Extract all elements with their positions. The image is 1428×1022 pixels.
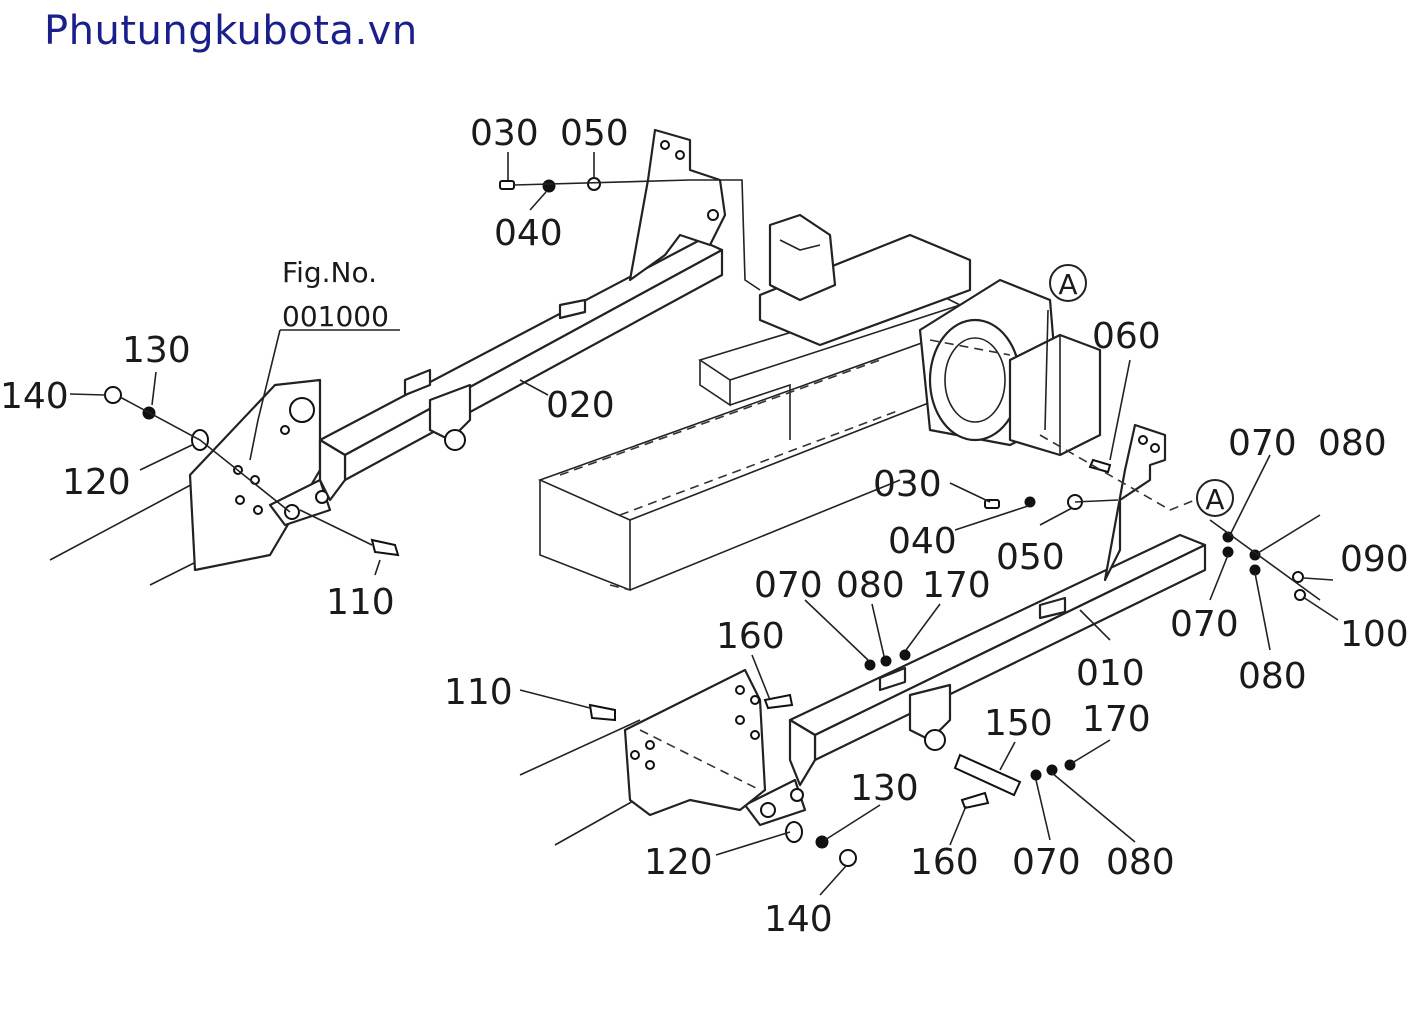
part-label: 160 — [716, 616, 785, 657]
fig-no-label: Fig.No. — [282, 256, 377, 289]
part-label: 120 — [62, 462, 131, 503]
part-label: 050 — [996, 537, 1065, 578]
part-label: 020 — [546, 385, 615, 426]
part-label: 030 — [873, 464, 942, 505]
part-label: 160 — [910, 842, 979, 883]
part-label: 080 — [1106, 842, 1175, 883]
section-marker-lower-text: A — [1205, 483, 1224, 516]
upright-bracket-rear — [628, 128, 727, 282]
part-label: 100 — [1340, 614, 1409, 655]
part-label: 090 — [1340, 539, 1409, 580]
section-marker-upper-text: A — [1058, 268, 1077, 301]
part-label: 070 — [1012, 842, 1081, 883]
part-label: 140 — [0, 376, 69, 417]
part-label: 040 — [888, 521, 957, 562]
section-marker-lower: A — [1196, 479, 1234, 517]
part-label: 070 — [1170, 604, 1239, 645]
part-labels: 030 050 040 020 130 140 120 110 060 030 … — [0, 113, 1409, 940]
part-label: 120 — [644, 842, 713, 883]
part-label: 070 — [1228, 423, 1297, 464]
section-marker-upper: A — [1049, 264, 1087, 302]
part-label: 060 — [1092, 316, 1161, 357]
left-frame-plate — [188, 378, 322, 572]
part-label: 070 — [754, 565, 823, 606]
watermark: Phutungkubota.vn — [44, 8, 418, 54]
part-label: 130 — [122, 330, 191, 371]
side-rail-020 — [268, 238, 724, 527]
part-label: 150 — [984, 703, 1053, 744]
side-rail-010 — [743, 533, 1207, 827]
right-frame-plate — [623, 668, 767, 817]
part-label: 010 — [1076, 653, 1145, 694]
part-label: 030 — [470, 113, 539, 154]
leader-lines — [69, 152, 1339, 896]
engine-assembly — [758, 213, 1102, 457]
part-label: 130 — [850, 768, 919, 809]
part-label: 170 — [922, 565, 991, 606]
part-label: 050 — [560, 113, 629, 154]
part-label: 110 — [326, 582, 395, 623]
part-label: 170 — [1082, 699, 1151, 740]
part-label: 080 — [1318, 423, 1387, 464]
part-label: 140 — [764, 899, 833, 940]
part-label: 080 — [1238, 656, 1307, 697]
part-label: 110 — [444, 672, 513, 713]
fig-no-value: 001000 — [282, 300, 389, 333]
part-label: 080 — [836, 565, 905, 606]
part-label: 040 — [494, 213, 563, 254]
